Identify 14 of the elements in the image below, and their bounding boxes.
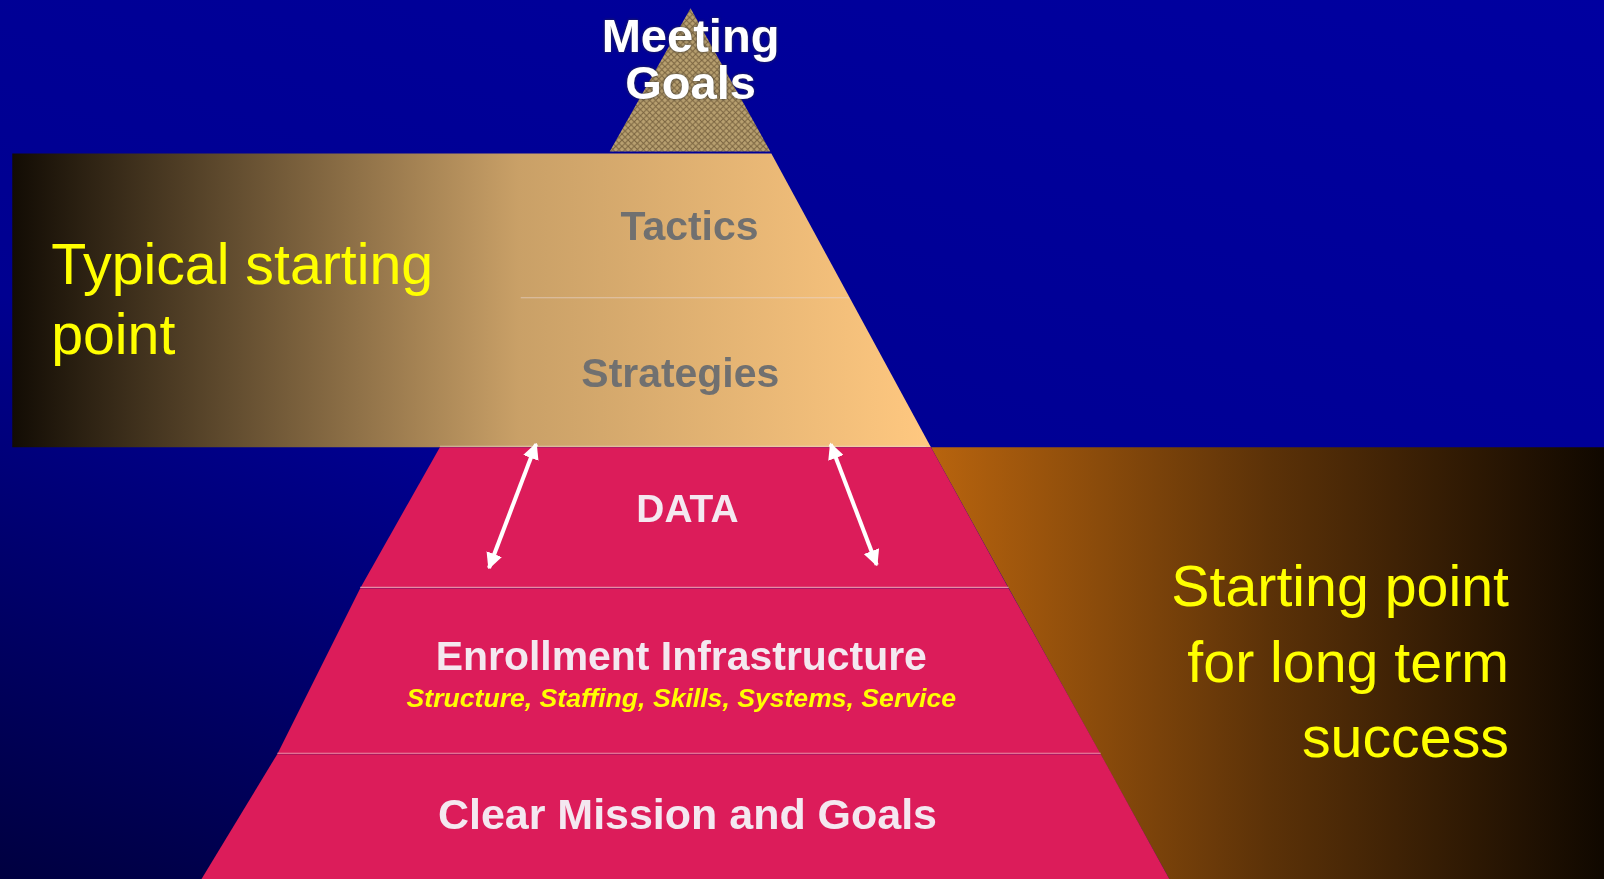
layer-label: Tactics bbox=[620, 203, 759, 250]
layer-label: Enrollment Infrastructure bbox=[435, 631, 927, 680]
layer-label: Starting point for long term success bbox=[1171, 552, 1509, 772]
layer-label: DATA bbox=[636, 486, 739, 531]
layer-label: Clear Mission and Goals bbox=[437, 790, 937, 840]
highlight-band bbox=[12, 153, 931, 448]
layer-label: Strategies bbox=[581, 349, 780, 396]
pyramid-layer bbox=[277, 588, 1101, 755]
layer-label: Typical starting point bbox=[51, 230, 435, 368]
layer-subtitle: Structure, Staffing, Skills, Systems, Service bbox=[406, 682, 957, 714]
double-headed-arrow bbox=[486, 442, 539, 570]
pyramid-layer bbox=[360, 447, 1009, 589]
pyramid-layer bbox=[201, 754, 1170, 879]
double-headed-arrow bbox=[828, 442, 880, 567]
